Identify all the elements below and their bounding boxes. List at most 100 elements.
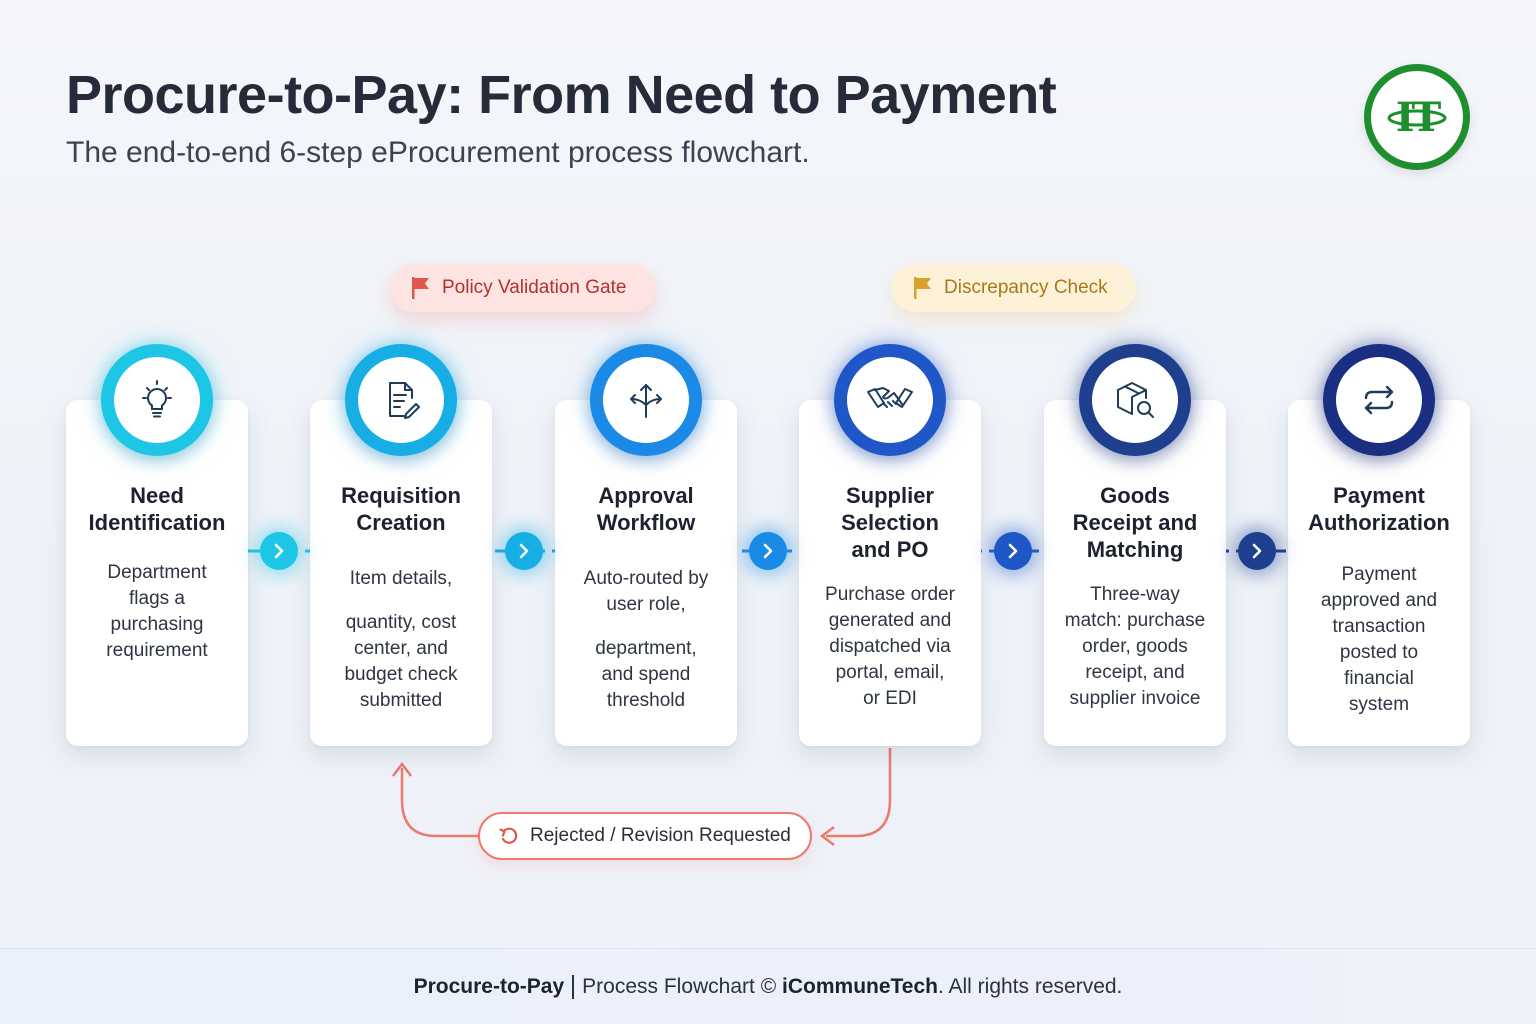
undo-icon (499, 827, 518, 844)
step-description-line: submitted (359, 690, 443, 711)
discrepancy-check-gate: Discrepancy Check (892, 264, 1136, 312)
step-icon-badge (1079, 344, 1191, 456)
step-title-line: Receipt and (1072, 510, 1198, 535)
logo-text: IT (1395, 93, 1442, 141)
step-description-line: financial (1344, 668, 1414, 689)
footer-middle: Process Flowchart © (582, 974, 777, 998)
red-flag-icon (412, 277, 429, 299)
discrepancy-check-label: Discrepancy Check (944, 277, 1108, 298)
step-description-gap (563, 618, 729, 636)
step-description: Auto-routed by user role, department, and s… (563, 566, 729, 714)
step-description-line: user role, (606, 594, 686, 615)
handshake-icon (847, 357, 933, 443)
step-title-line: Matching (1086, 537, 1184, 562)
step-description-line: order, goods (1082, 636, 1188, 657)
step-description-line: Auto-routed by (583, 568, 709, 589)
step-description-line: transaction (1332, 616, 1426, 637)
step-description-line: quantity, cost (345, 612, 457, 633)
amber-flag-icon (914, 277, 931, 299)
step-description-line: budget check (344, 664, 458, 685)
company-logo: IT (1364, 64, 1470, 170)
step-description-line: Department (107, 562, 207, 583)
step-description-line: or EDI (863, 688, 917, 709)
step-description-line: flags a (129, 588, 185, 609)
page-title: Procure-to-Pay: From Need to Payment (66, 65, 1057, 125)
step-description-line: purchasing (110, 614, 204, 635)
step-description-line: threshold (606, 690, 686, 711)
step-title-line: Identification (88, 510, 226, 535)
step-title-line: Supplier (845, 483, 934, 508)
step-description-line: system (1348, 694, 1410, 715)
step-icon-badge (834, 344, 946, 456)
step-description-line: supplier invoice (1069, 688, 1201, 709)
revision-label: Rejected / Revision Requested (530, 825, 791, 846)
policy-validation-gate: Policy Validation Gate (390, 264, 656, 312)
step-title-line: Creation (356, 510, 446, 535)
step-description-line: generated and (828, 610, 952, 631)
step-description: Payment approved and transaction posted to f… (1296, 562, 1462, 718)
step-icon-badge (590, 344, 702, 456)
step-description-line: center, and (353, 638, 449, 659)
step-icon-badge (345, 344, 457, 456)
package-search-icon (1092, 357, 1178, 443)
step-icon-badge (101, 344, 213, 456)
step-title-line: Selection (841, 510, 939, 535)
step-title-line: Approval (598, 483, 694, 508)
step-description-line: receipt, and (1085, 662, 1185, 683)
lightbulb-icon (114, 357, 200, 443)
revision-requested-pill: Rejected / Revision Requested (478, 812, 812, 860)
step-description: Item details, quantity, cost center, and bu… (318, 566, 484, 714)
step-description-line: Payment (1341, 564, 1417, 585)
step-description-line: portal, email, (835, 662, 945, 683)
step-icon-badge (1323, 344, 1435, 456)
footer-product: Procure-to-Pay (413, 974, 565, 998)
page-subtitle: The end-to-end 6-step eProcurement proce… (66, 136, 810, 169)
step-title-line: Workflow (596, 510, 696, 535)
revision-back-line (400, 768, 478, 838)
footer: Procure-to-Pay Process Flowchart © iComm… (0, 948, 1536, 1024)
step-description-line: approved and (1320, 590, 1438, 611)
step-description: Department flags a purchasing requirement (74, 560, 240, 664)
split-arrows-icon (603, 357, 689, 443)
step-title-line: and PO (851, 537, 929, 562)
flow-chevron-icon (504, 532, 543, 570)
exchange-arrows-icon (1336, 357, 1422, 443)
flow-chevron-icon (1238, 532, 1276, 570)
policy-gate-label: Policy Validation Gate (442, 277, 627, 298)
document-edit-icon (358, 357, 444, 443)
step-description-gap (318, 592, 484, 610)
step-description-line: requirement (106, 640, 208, 661)
step-description-line: posted to (1339, 642, 1419, 663)
step-title-line: Goods (1100, 483, 1170, 508)
footer-divider (572, 974, 575, 999)
step-title-line: Authorization (1308, 510, 1450, 535)
footer-brand: iCommuneTech (782, 974, 938, 998)
step-title-line: Payment (1333, 483, 1425, 508)
flow-chevron-icon (749, 532, 787, 570)
footer-rights: . All rights reserved. (937, 974, 1123, 998)
flow-chevron-icon (260, 532, 298, 570)
logo-orbit-icon (1387, 109, 1447, 127)
step-description-line: department, (595, 638, 697, 659)
revision-arrowhead-up (392, 761, 412, 777)
flow-chevron-icon (993, 532, 1032, 570)
revision-arrowhead-right (819, 826, 835, 846)
step-description-line: match: purchase (1064, 610, 1206, 631)
step-title-line: Requisition (341, 483, 461, 508)
step-description-line: and spend (601, 664, 691, 685)
step-description-line: dispatched via (829, 636, 951, 657)
step-description-line: Item details, (349, 568, 453, 589)
revision-return-line (826, 748, 892, 838)
